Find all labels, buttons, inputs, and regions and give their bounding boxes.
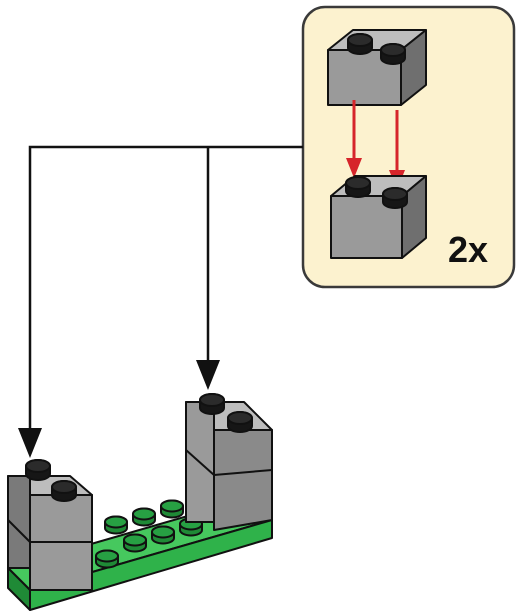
callout-bottom-brick-icon — [330, 175, 427, 259]
callout-top-brick-icon — [327, 29, 427, 106]
placement-arrows — [28, 145, 303, 430]
plate-studs — [95, 499, 203, 569]
arrow-head-left-icon — [18, 428, 42, 458]
right-brick-tower — [185, 393, 273, 531]
leader-line-left — [28, 145, 303, 430]
arrow-head-right-icon — [196, 360, 220, 390]
assembly-model-icon — [7, 393, 273, 611]
multiplier-label: 2x — [448, 229, 488, 270]
left-brick-tower — [7, 459, 93, 591]
sub-assembly-callout: 2x — [301, 5, 516, 289]
